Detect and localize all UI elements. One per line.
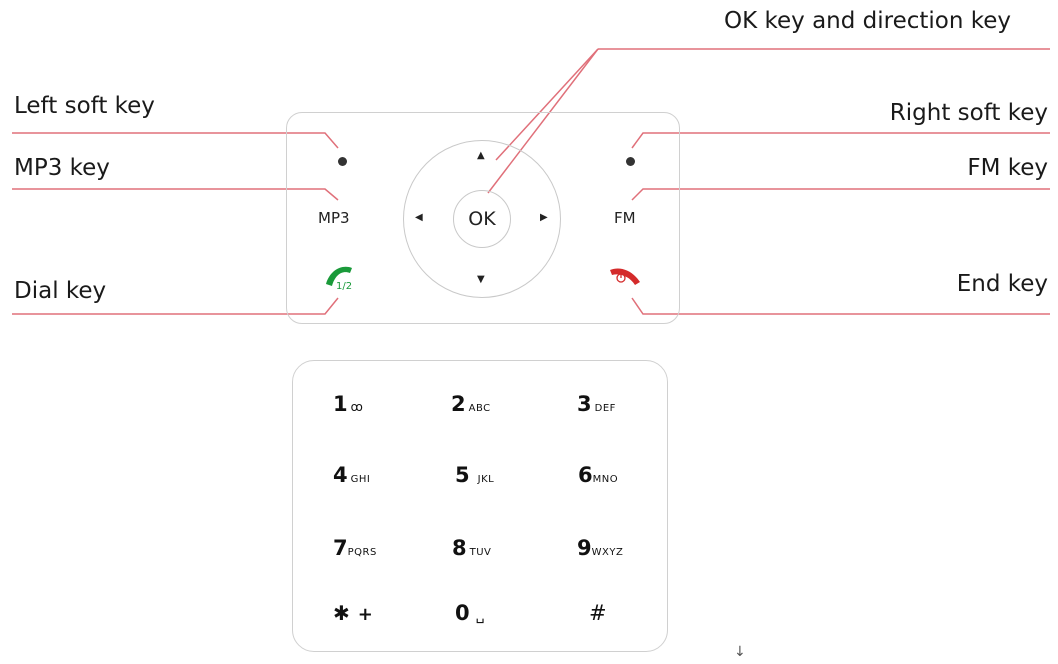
key-1-digit: 1 <box>333 392 348 416</box>
mp3-key[interactable]: MP3 <box>318 209 350 227</box>
key-star-symbol: ✱ <box>333 601 350 625</box>
key-7-letters: PQRS <box>347 547 377 558</box>
key-1[interactable]: 1 ꝏ <box>333 394 363 415</box>
right-arrow-icon[interactable]: ▶ <box>540 212 548 223</box>
key-5-digit: 5 <box>455 463 470 487</box>
key-5-letters: JKL <box>477 474 495 485</box>
down-arrow-icon[interactable]: ▼ <box>477 274 485 285</box>
leader-line-to-up <box>495 48 599 161</box>
key-3-letters: DEF <box>594 403 616 414</box>
leader-line-mp3 <box>12 188 339 201</box>
key-9-letters: WXYZ <box>591 547 624 558</box>
key-2-letters: ABC <box>468 403 491 414</box>
key-9[interactable]: 9 WXYZ <box>577 538 623 559</box>
leader-line-dial <box>12 297 339 315</box>
fm-key[interactable]: FM <box>614 209 636 227</box>
left-arrow-icon[interactable]: ◀ <box>415 212 423 223</box>
key-hash-symbol: # <box>589 601 607 625</box>
leader-line-end <box>631 297 1050 315</box>
label-dial: Dial key <box>14 278 107 304</box>
key-4[interactable]: 4 GHI <box>333 465 370 486</box>
key-6-letters: MNO <box>592 474 619 485</box>
voicemail-icon: ꝏ <box>350 400 364 414</box>
end-key[interactable] <box>606 262 646 292</box>
label-fm: FM key <box>967 155 1048 181</box>
leader-line-left-soft <box>12 132 339 149</box>
key-7-digit: 7 <box>333 536 348 560</box>
numeric-keypad <box>292 360 668 652</box>
phone-red-icon <box>610 268 640 285</box>
leader-line-right-soft <box>631 132 1050 149</box>
stray-arrow-mark: ↓ <box>734 644 746 660</box>
up-arrow-icon[interactable]: ▲ <box>477 150 485 161</box>
key-8-digit: 8 <box>452 536 467 560</box>
ok-button[interactable]: OK <box>453 190 511 248</box>
key-0-digit: 0 <box>455 601 470 625</box>
label-right-soft: Right soft key <box>889 100 1048 126</box>
key-hash[interactable]: # <box>589 603 607 624</box>
key-3[interactable]: 3 DEF <box>577 394 616 415</box>
key-7[interactable]: 7 PQRS <box>333 538 377 559</box>
key-star[interactable]: ✱ + <box>333 603 373 624</box>
dial-key[interactable]: 1/2 <box>322 262 364 292</box>
label-end: End key <box>956 271 1048 297</box>
key-5[interactable]: 5 JKL <box>455 465 494 486</box>
key-3-digit: 3 <box>577 392 592 416</box>
key-6-digit: 6 <box>578 463 593 487</box>
label-ok-direction: OK key and direction key <box>724 8 1012 34</box>
key-8-letters: TUV <box>469 547 492 558</box>
left-soft-key[interactable] <box>338 157 347 166</box>
key-0[interactable]: 0 ␣ <box>455 603 485 624</box>
key-8[interactable]: 8 TUV <box>452 538 491 559</box>
dial-key-sub: 1/2 <box>336 281 352 292</box>
key-star-plus: + <box>357 604 374 625</box>
space-icon: ␣ <box>475 608 486 624</box>
label-mp3: MP3 key <box>14 155 110 181</box>
leader-line-fm <box>631 188 1050 201</box>
key-9-digit: 9 <box>577 536 592 560</box>
key-2-digit: 2 <box>451 392 466 416</box>
label-left-soft: Left soft key <box>14 93 155 119</box>
navigation-panel <box>286 112 680 324</box>
key-6[interactable]: 6 MNO <box>578 465 618 486</box>
key-4-letters: GHI <box>350 474 371 485</box>
phone-green-icon: 1/2 <box>326 266 352 292</box>
key-4-digit: 4 <box>333 463 348 487</box>
right-soft-key[interactable] <box>626 157 635 166</box>
key-2[interactable]: 2 ABC <box>451 394 491 415</box>
direction-ring[interactable] <box>403 140 561 298</box>
